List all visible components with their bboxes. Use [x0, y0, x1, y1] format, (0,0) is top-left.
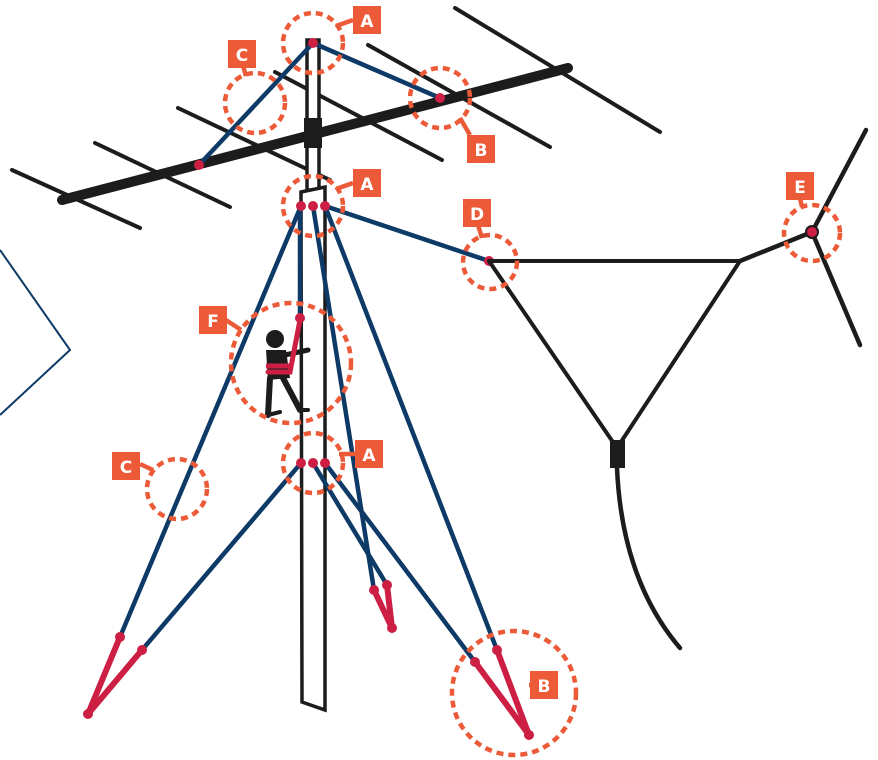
tag-a-low: A	[355, 440, 383, 468]
yagi-elements	[10, 6, 662, 230]
attachment-points	[83, 38, 534, 740]
label-c-low: C	[120, 458, 132, 478]
label-a-top: A	[360, 12, 374, 32]
label-c-top: C	[236, 46, 248, 66]
label-a-mid: A	[360, 175, 374, 195]
chevron-left-icon[interactable]	[0, 249, 72, 416]
callout-leaders	[139, 17, 805, 688]
tag-d: D	[463, 199, 491, 227]
tag-b-top: B	[467, 135, 495, 163]
tag-c-top: C	[228, 40, 256, 68]
label-f: F	[207, 312, 219, 332]
loop-antenna	[487, 127, 869, 651]
mast-body	[299, 184, 327, 713]
top-guy-wires	[196, 40, 443, 168]
person-climbing-icon	[265, 317, 311, 418]
callout-circles	[144, 10, 843, 758]
tag-f: F	[199, 306, 227, 334]
tag-a-top: A	[353, 6, 381, 34]
tag-a-mid: A	[353, 169, 381, 197]
label-a-low: A	[362, 446, 376, 466]
mast-clamp	[304, 118, 322, 148]
main-guy-wires	[117, 203, 500, 665]
tag-c-low: C	[112, 452, 140, 480]
label-b-top: B	[475, 141, 488, 161]
tag-e: E	[786, 172, 814, 200]
label-d: D	[470, 205, 484, 225]
tag-b-bottom: B	[530, 671, 558, 699]
label-e: E	[794, 178, 806, 198]
label-b-bottom: B	[538, 677, 551, 697]
mast-top	[305, 38, 321, 192]
